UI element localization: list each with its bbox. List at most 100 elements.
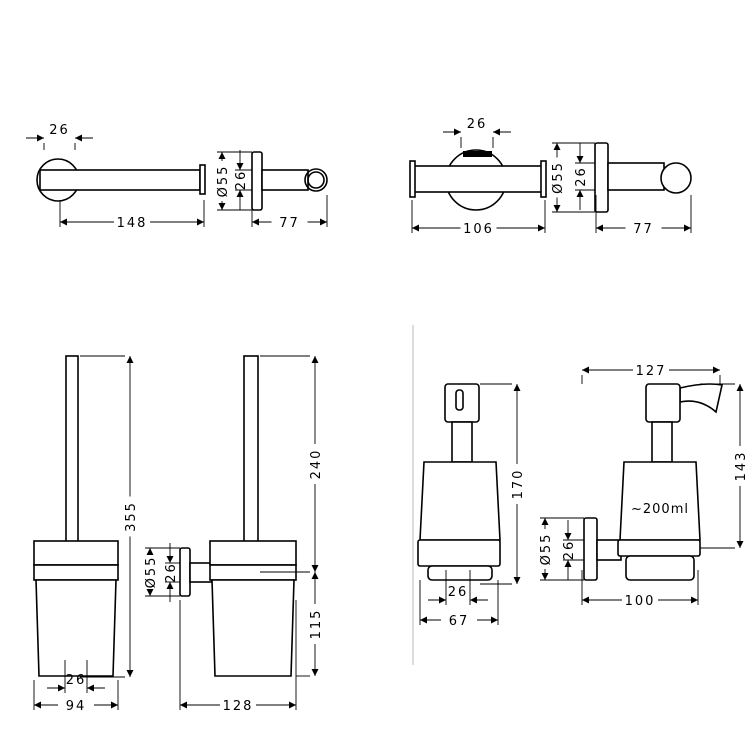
dim-brush-wall-26: 26 — [164, 543, 180, 602]
dim-paper-holder-148: 148 — [59, 200, 205, 231]
arrowhead — [582, 366, 589, 374]
dim-brush-wall-128-label: 128 — [223, 699, 254, 714]
arrowhead — [491, 616, 498, 624]
dim-brush-26-label: 26 — [66, 673, 87, 688]
dim-paper-holder-148-label: 148 — [117, 216, 148, 231]
arrowhead — [311, 572, 319, 579]
dim-paper-holder-77: 77 — [251, 195, 328, 231]
dim-dispenser-67: 67 — [419, 580, 499, 629]
arrowhead — [553, 205, 561, 212]
double-hook-side-view — [594, 142, 692, 213]
dim-dispenser-26-label: 26 — [448, 585, 469, 600]
arrowhead — [541, 573, 549, 580]
arrowhead — [736, 541, 744, 548]
arrowhead — [218, 152, 226, 159]
dim-brush-wall-115: 115 — [296, 571, 324, 677]
arrowhead — [218, 203, 226, 210]
arrowhead — [34, 701, 41, 709]
arrowhead — [236, 190, 244, 197]
dim-brush-wall-115-label: 115 — [309, 609, 324, 640]
dim-brush-wall-240: 240 — [260, 355, 324, 573]
dim-dispenser-127: 127 — [581, 364, 721, 384]
dim-paper-holder-77-label: 77 — [279, 216, 300, 231]
arrowhead — [553, 143, 561, 150]
dim-double-hook-106: 106 — [411, 200, 546, 237]
arrowhead — [736, 384, 744, 391]
arrowhead — [713, 366, 720, 374]
arrowhead — [289, 701, 296, 709]
arrowhead — [493, 128, 500, 136]
dim-paper-holder-26: 26 — [26, 123, 93, 150]
arrowhead — [582, 596, 589, 604]
arrowhead — [470, 596, 477, 604]
dim-brush-wall-55-label: Ø55 — [144, 556, 159, 589]
arrowhead — [576, 156, 584, 163]
arrowhead — [311, 356, 319, 363]
dim-dispenser-170: 170 — [480, 383, 526, 585]
arrowhead — [311, 669, 319, 676]
dim-dispenser-143: 143 — [700, 383, 749, 549]
arrowhead — [146, 548, 154, 555]
brush-holder-front-view — [33, 355, 119, 677]
dim-brush-94: 94 — [33, 680, 119, 714]
dim-dispenser-67-label: 67 — [449, 614, 470, 629]
dim-brush-wall-55: Ø55 — [144, 547, 180, 597]
dim-paper-holder-55-label: Ø55 — [216, 165, 231, 198]
dim-brush-355-label: 355 — [124, 501, 139, 532]
dim-dispenser-100: 100 — [581, 570, 699, 609]
arrowhead — [513, 384, 521, 391]
dim-brush-wall-26-label: 26 — [164, 562, 179, 583]
arrowhead — [58, 684, 65, 692]
dim-double-hook-26v: 26 — [574, 143, 595, 210]
arrowhead — [166, 556, 174, 563]
dim-dispenser-wall-26: 26 — [562, 520, 584, 580]
arrowhead — [126, 670, 134, 677]
arrowhead — [75, 134, 82, 142]
dim-double-hook-55-label: Ø55 — [551, 161, 566, 194]
dim-brush-94-label: 94 — [66, 699, 87, 714]
dim-dispenser-127-label: 127 — [636, 364, 667, 379]
arrowhead — [236, 163, 244, 170]
arrowhead — [596, 224, 603, 232]
dim-dispenser-26: 26 — [428, 570, 488, 605]
arrowhead — [454, 128, 461, 136]
dim-double-hook-26: 26 — [443, 117, 511, 148]
arrowhead — [252, 218, 259, 226]
arrowhead — [538, 224, 545, 232]
arrowhead — [564, 533, 572, 540]
dim-dispenser-wall-26-label: 26 — [562, 540, 577, 561]
dim-double-hook-26-label: 26 — [467, 117, 488, 132]
brush-holder-wall-view — [179, 355, 297, 677]
arrowhead — [564, 560, 572, 567]
arrowhead — [311, 565, 319, 572]
dim-brush-355: 355 — [80, 355, 139, 678]
arrowhead — [87, 684, 94, 692]
arrowhead — [166, 582, 174, 589]
arrowhead — [197, 218, 204, 226]
dim-brush-26: 26 — [47, 660, 105, 693]
arrowhead — [684, 224, 691, 232]
arrowhead — [60, 218, 67, 226]
dim-dispenser-170-label: 170 — [511, 469, 526, 500]
dim-paper-holder-26v-label: 26 — [234, 170, 249, 191]
dim-double-hook-55: Ø55 — [551, 142, 595, 213]
dim-dispenser-wall-55: Ø55 — [539, 517, 584, 581]
dim-paper-holder-26-label: 26 — [49, 123, 70, 138]
dim-dispenser-wall-55-label: Ø55 — [539, 533, 554, 566]
double-hook-front-view — [409, 149, 547, 211]
arrowhead — [146, 589, 154, 596]
arrowhead — [320, 218, 327, 226]
dim-brush-wall-240-label: 240 — [309, 449, 324, 480]
dim-paper-holder-55: Ø55 — [216, 151, 252, 211]
arrowhead — [439, 596, 446, 604]
arrowhead — [126, 356, 134, 363]
dim-brush-wall-128: 128 — [179, 600, 297, 714]
capacity-label: ~200ml — [631, 502, 689, 517]
dim-double-hook-106-label: 106 — [463, 222, 494, 237]
arrowhead — [576, 190, 584, 197]
arrowhead — [691, 596, 698, 604]
dim-double-hook-26v-label: 26 — [574, 166, 589, 187]
dispenser-front-view — [417, 383, 501, 581]
